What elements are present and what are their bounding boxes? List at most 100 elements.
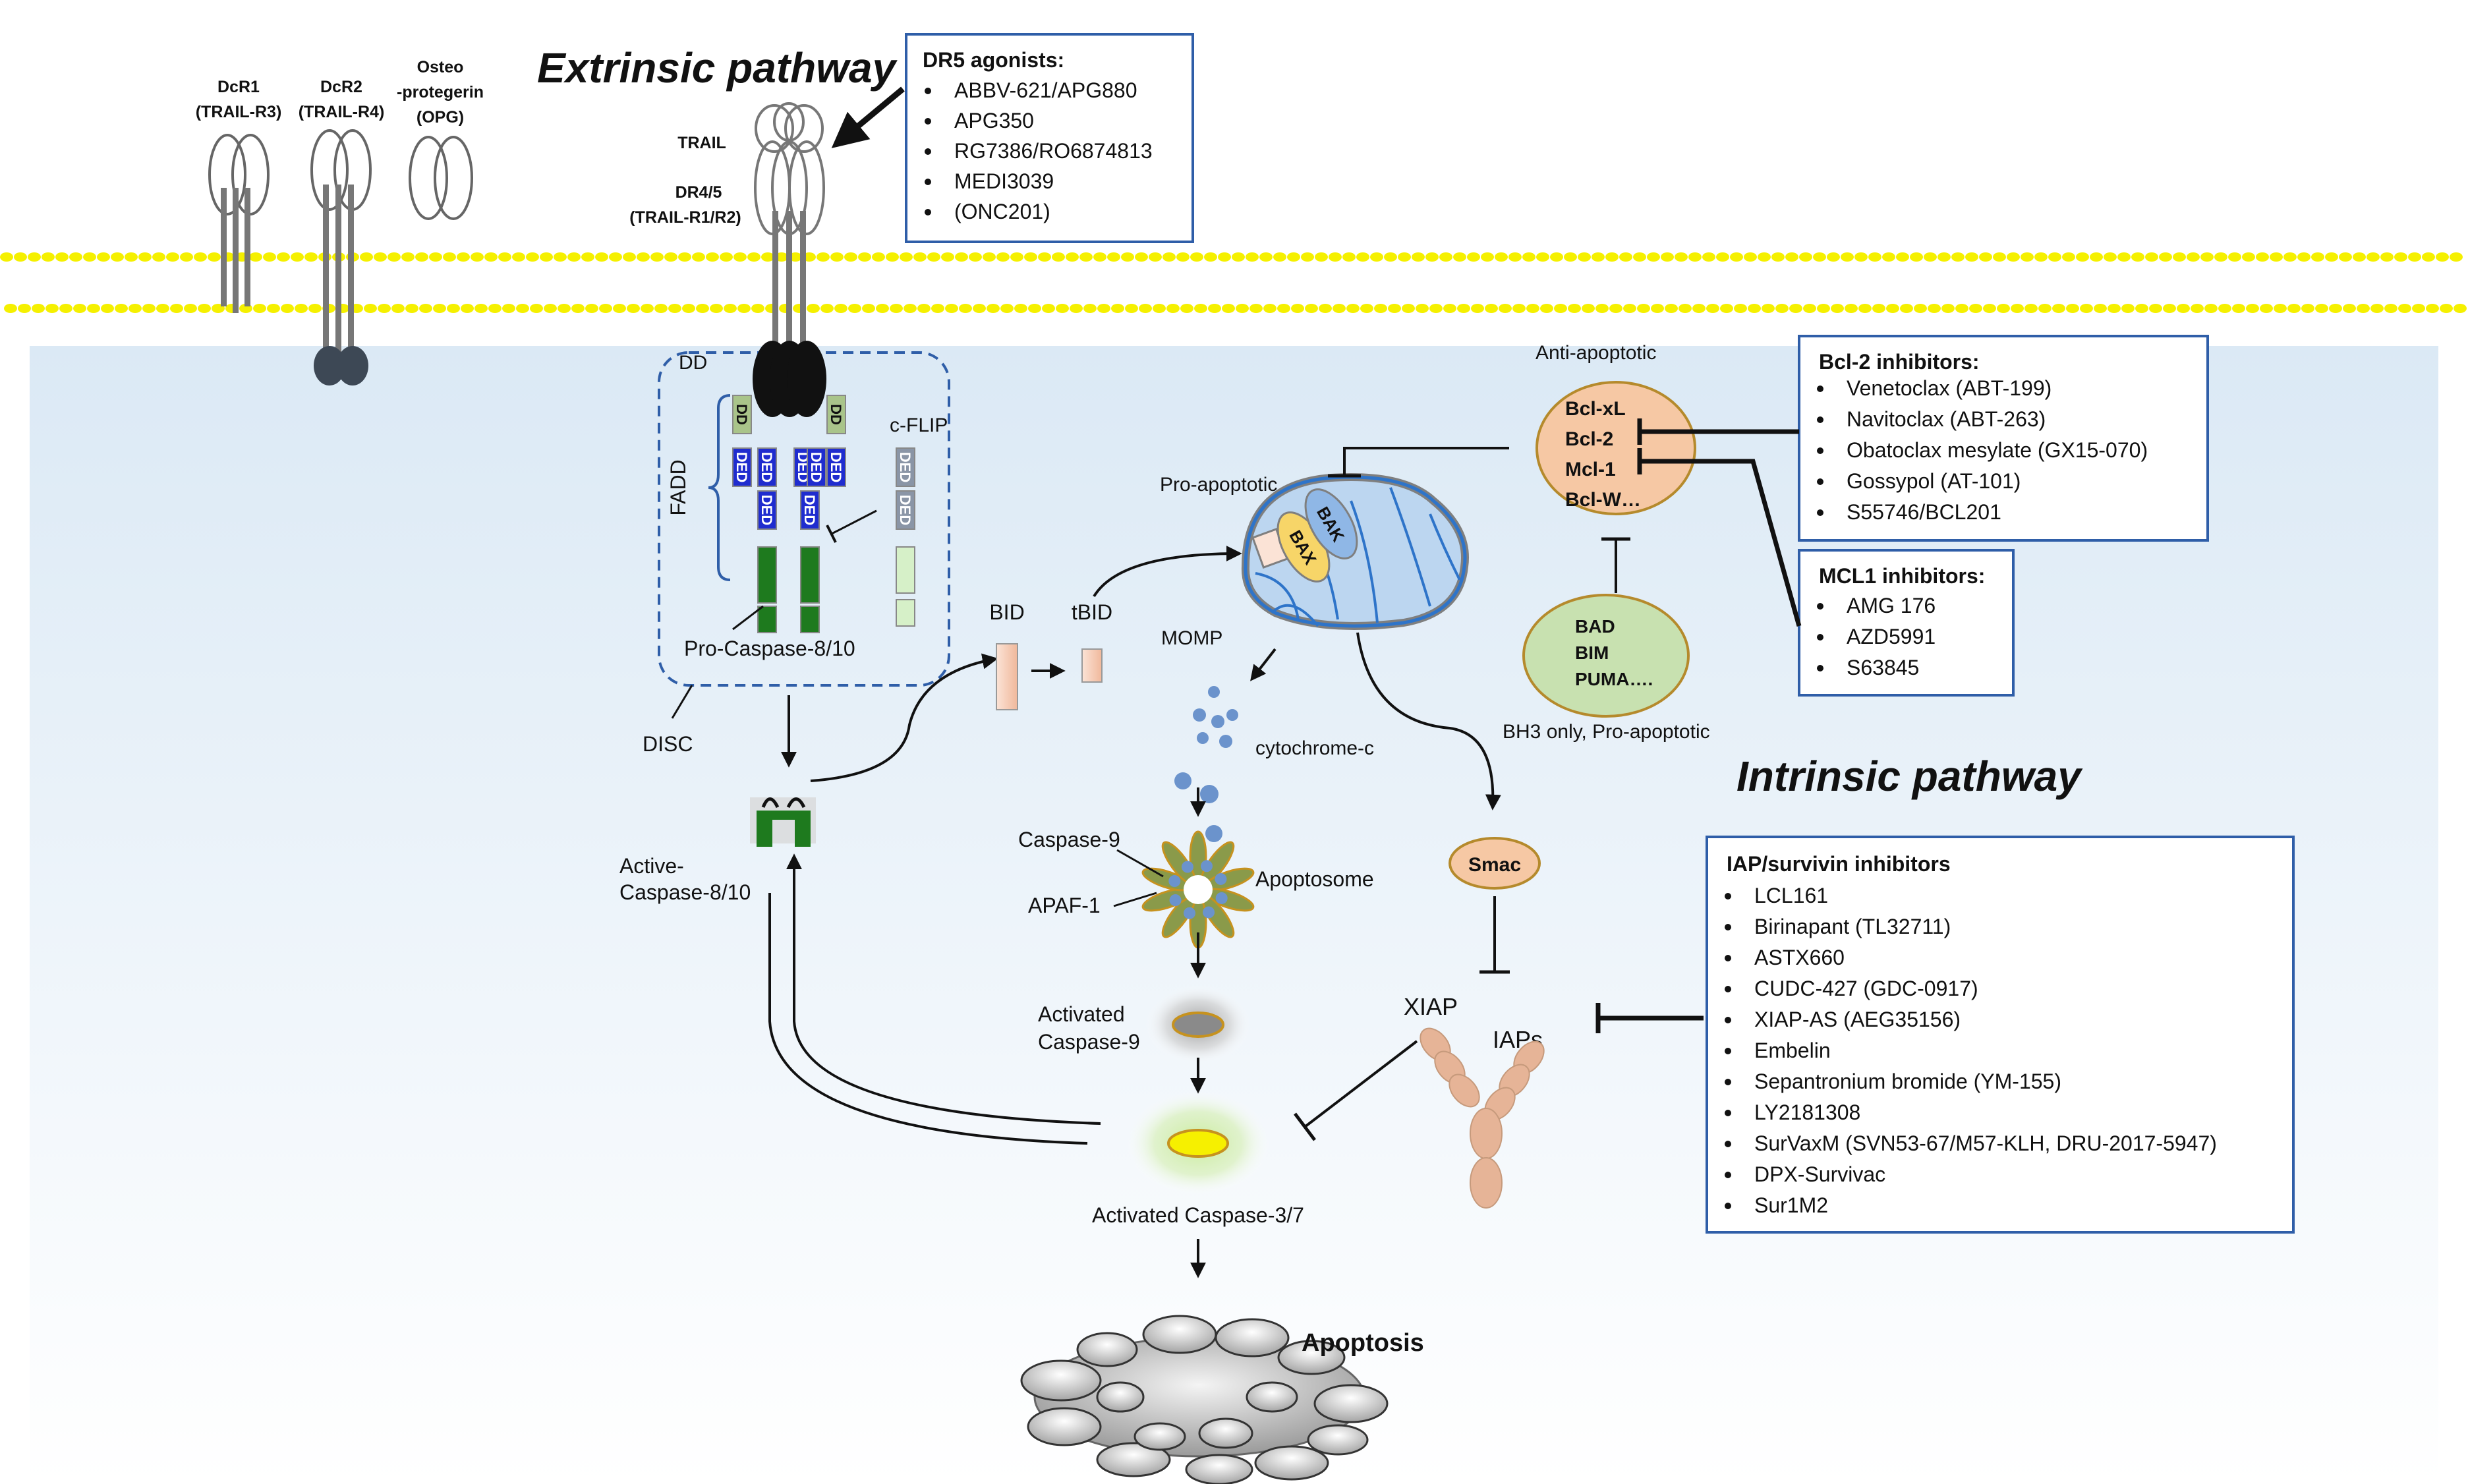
membrane-lipid [1416, 304, 1429, 313]
domain-label: DED [897, 495, 913, 525]
protein-domain [757, 546, 777, 604]
membrane-lipid [830, 252, 844, 262]
membrane-lipid [2104, 252, 2117, 262]
activated-caspase37 [1167, 1129, 1229, 1158]
disc-label: DISC [643, 732, 693, 756]
membrane-lipid [1928, 304, 1941, 313]
domain-label: DED [897, 452, 913, 482]
domain-label: DED [808, 452, 824, 482]
membrane-lipid [1924, 252, 1937, 262]
membrane-lipid [1858, 304, 1872, 313]
membrane-lipid [1914, 304, 1927, 313]
membrane-lipid [443, 252, 456, 262]
caspase9-molecule [1168, 875, 1181, 888]
membrane-lipid [747, 252, 760, 262]
protein-domain [896, 546, 915, 594]
membrane-lipid [2121, 304, 2135, 313]
list-item: Obatoclax mesylate (GX15-070) [1847, 438, 2148, 462]
list-bullet [1725, 1203, 1731, 1209]
dr5-agonists-title: DR5 agonists: [923, 48, 1064, 72]
apoptotic-vesicle [1027, 1407, 1102, 1446]
membrane-lipid [1218, 252, 1231, 262]
membrane-lipid [1969, 304, 1982, 313]
active-caspase-sublabel: Caspase-8/10 [619, 880, 751, 904]
membrane-lipid [1633, 252, 1646, 262]
list-bullet [1817, 509, 1823, 516]
membrane-lipid [1785, 252, 1798, 262]
membrane-lipid [1775, 304, 1789, 313]
membrane-lipid [502, 304, 515, 313]
membrane-lipid [2214, 252, 2227, 262]
membrane-lipid [1900, 304, 1913, 313]
caspase9-molecule [1215, 892, 1228, 904]
membrane-lipid [2090, 252, 2103, 262]
membrane-lipid [2325, 252, 2338, 262]
membrane-lipid [2094, 304, 2107, 313]
membrane-lipid [1139, 304, 1152, 313]
caspase9-molecule [1184, 907, 1196, 919]
membrane-lipid [152, 252, 165, 262]
membrane-lipid [304, 252, 318, 262]
protein-domain [826, 395, 846, 434]
membrane-lipid [2135, 304, 2148, 313]
membrane-lipid [1637, 304, 1650, 313]
membrane-lipid [295, 304, 308, 313]
membrane-lipid [277, 252, 290, 262]
apoptotic-cell [1020, 1315, 1389, 1484]
membrane-lipid [87, 304, 100, 313]
membrane-lipid [249, 252, 262, 262]
membrane-lipid [2329, 304, 2342, 313]
membrane-lipid [1329, 252, 1342, 262]
membrane-lipid [2228, 252, 2241, 262]
mcl1-inhibitors-title: MCL1 inhibitors: [1819, 564, 1985, 588]
membrane-lipid [1166, 304, 1180, 313]
dr5-agonists-box [905, 33, 1194, 243]
membrane-lipid [208, 252, 221, 262]
bid-label: BID [989, 600, 1024, 624]
membrane-lipid [558, 304, 571, 313]
membrane-lipid [73, 304, 86, 313]
dr5-agonists-list: ABBV-621/APG880APG350RG7386/RO6874813MED… [925, 78, 1153, 223]
bak-protein [1304, 488, 1358, 559]
membrane-lipid [1259, 252, 1273, 262]
membrane-lipid [848, 304, 861, 313]
membrane-lipid [1204, 252, 1217, 262]
membrane-lipid [2007, 252, 2020, 262]
active-caspase-label: Active- [619, 854, 684, 878]
anti-apoptotic-member: Mcl-1 [1565, 459, 1616, 480]
list-item: Venetoclax (ABT-199) [1847, 376, 2052, 400]
membrane-lipid [581, 252, 594, 262]
membrane-lipid [4, 304, 17, 313]
membrane-lipid [890, 304, 903, 313]
membrane-lipid [1121, 252, 1134, 262]
momp-label: MOMP [1161, 627, 1222, 649]
membrane-lipid [2357, 304, 2370, 313]
membrane-lipid [170, 304, 183, 313]
membrane-lipid [1526, 304, 1539, 313]
membrane-lipid [927, 252, 940, 262]
membrane-lipid [1194, 304, 1207, 313]
membrane-lipid [2256, 252, 2269, 262]
extrinsic-pathway-title: Extrinsic pathway [537, 44, 898, 92]
membrane-lipid [474, 304, 488, 313]
dcr1-receptor [208, 134, 270, 313]
list-bullet [925, 118, 931, 125]
membrane-lipid [55, 252, 69, 262]
membrane-lipid [1771, 252, 1785, 262]
membrane-lipid [2311, 252, 2324, 262]
membrane-lipid [1222, 304, 1235, 313]
iap-domain [1449, 1073, 1480, 1108]
membrane-lipid [281, 304, 294, 313]
mcl1-inhibitor-line [1640, 459, 1802, 627]
membrane-lipid [724, 304, 737, 313]
membrane-lipid [1499, 304, 1512, 313]
apoptotic-vesicle [1096, 1381, 1145, 1413]
death-domain-trimer [753, 341, 826, 417]
membrane-lipid [1236, 304, 1249, 313]
anti-apoptotic-label: Anti-apoptotic [1535, 342, 1656, 364]
list-item: LCL161 [1754, 884, 1828, 907]
membrane-lipid [1868, 252, 1881, 262]
membrane-lipid [2080, 304, 2093, 313]
domain-label: DED [828, 452, 844, 482]
